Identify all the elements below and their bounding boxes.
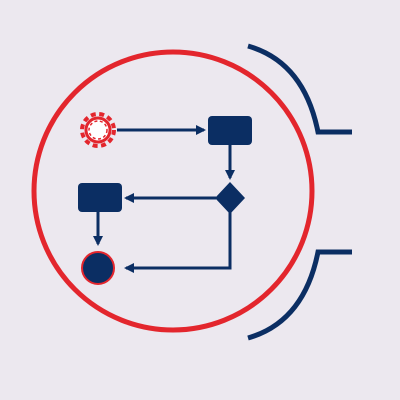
end-node [81,251,115,285]
bracket-upper [247,43,352,135]
bracket-lower [247,249,352,341]
process-node-1 [208,116,252,145]
outer-ring [31,49,315,333]
decision-node [215,182,245,214]
edge-decision-to-end [124,212,232,273]
gear-start-icon [80,112,116,148]
process-node-2 [78,183,122,212]
